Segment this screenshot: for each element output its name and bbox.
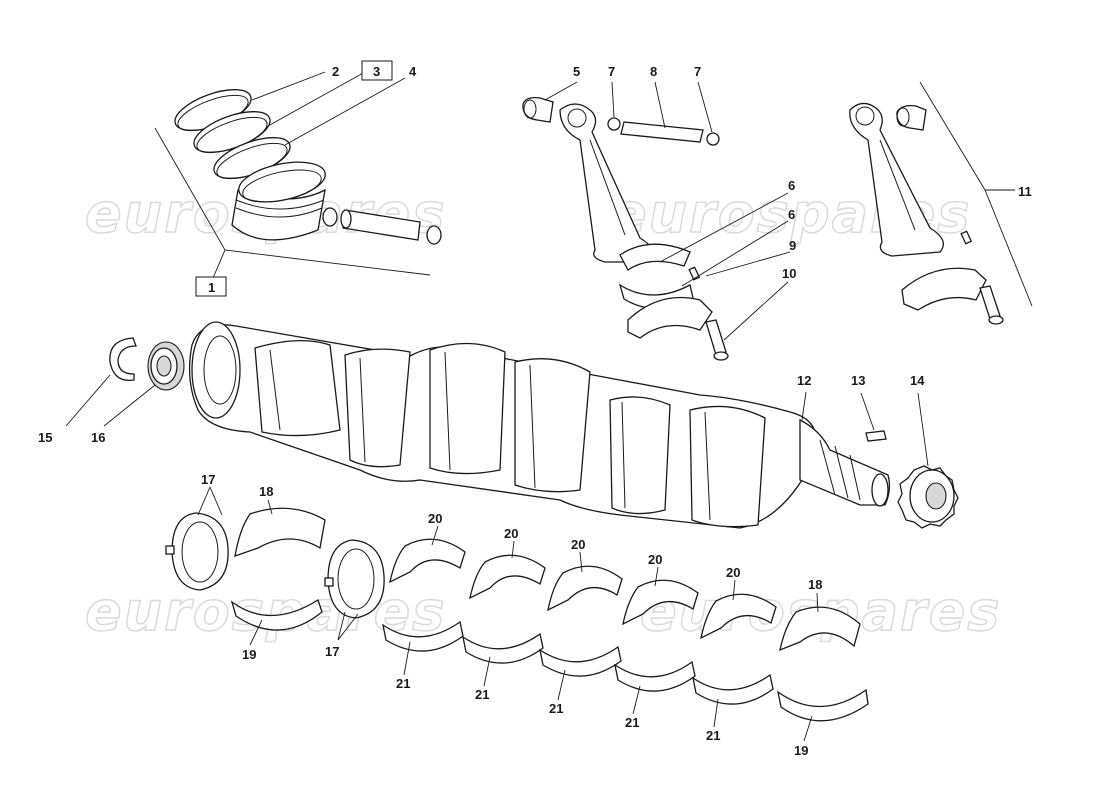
crank-web-3 xyxy=(429,342,506,475)
crank-web-4 xyxy=(514,358,591,493)
assembly-rod-cap xyxy=(901,267,987,311)
callout-10: 10 xyxy=(782,266,796,281)
crank-web-6 xyxy=(689,405,766,528)
crank-web-2 xyxy=(344,348,411,468)
callout-6-lower: 6 xyxy=(788,207,795,222)
callout-17-lower: 17 xyxy=(325,644,339,659)
rod-dowel xyxy=(688,266,701,281)
crankshaft-nose xyxy=(799,418,891,506)
callout-18-left: 18 xyxy=(259,484,273,499)
upper-shell-20-4 xyxy=(622,579,699,626)
callout-11: 11 xyxy=(1018,184,1032,199)
lower-shell-21-5 xyxy=(692,673,774,705)
piston-pin-clip-right xyxy=(426,225,442,245)
callout-2: 2 xyxy=(332,64,339,79)
lower-shell-21-3 xyxy=(539,645,622,677)
connecting-rod-group xyxy=(522,81,791,361)
rod-bolt xyxy=(705,319,727,356)
callout-8: 8 xyxy=(650,64,657,79)
callout-15: 15 xyxy=(38,430,52,445)
callout-19-left: 19 xyxy=(242,647,256,662)
assembly-dowel xyxy=(960,230,973,245)
gudgeon-pin xyxy=(620,121,704,143)
callout-7-left: 7 xyxy=(608,64,615,79)
crank-web-5 xyxy=(609,396,671,515)
circlip-left xyxy=(607,117,621,131)
callout-14: 14 xyxy=(910,373,925,388)
callout-21-1: 21 xyxy=(396,676,410,691)
callout-13: 13 xyxy=(851,373,865,388)
piston-pin-clip-left xyxy=(322,207,338,227)
callout-7-right: 7 xyxy=(694,64,701,79)
assembly-small-end-bush xyxy=(896,104,927,131)
callout-21-4: 21 xyxy=(625,715,639,730)
circlip xyxy=(109,337,137,382)
lower-shell-21-4 xyxy=(614,660,696,692)
crankshaft-group xyxy=(65,321,959,529)
callout-1: 1 xyxy=(208,280,215,295)
upper-shell-20-1 xyxy=(389,538,466,584)
callout-17-upper: 17 xyxy=(201,472,215,487)
callout-3: 3 xyxy=(373,64,380,79)
thrust-washer-2 xyxy=(327,539,385,619)
callout-20-2: 20 xyxy=(504,526,518,541)
upper-shell-20-3 xyxy=(547,565,623,612)
timing-gear xyxy=(897,465,959,529)
rod-bearing-upper xyxy=(619,243,691,271)
callout-20-1: 20 xyxy=(428,511,442,526)
callout-5: 5 xyxy=(573,64,580,79)
callout-20-4: 20 xyxy=(648,552,662,567)
pilot-bearing xyxy=(147,341,185,391)
callout-21-3: 21 xyxy=(549,701,563,716)
connecting-rod-assembly-group xyxy=(849,81,1033,325)
callout-12: 12 xyxy=(797,373,811,388)
callout-20-5: 20 xyxy=(726,565,740,580)
callout-21-2: 21 xyxy=(475,687,489,702)
lower-shell-21-1 xyxy=(382,620,464,652)
callout-21-5: 21 xyxy=(706,728,720,743)
assembly-connecting-rod xyxy=(849,102,944,257)
callout-18-right: 18 xyxy=(808,577,822,592)
callout-20-3: 20 xyxy=(571,537,585,552)
callout-4: 4 xyxy=(409,64,417,79)
upper-shell-20-5 xyxy=(700,593,777,640)
lower-shell-21-2 xyxy=(462,632,544,664)
thrust-washer-1 xyxy=(171,512,229,591)
circlip-right xyxy=(706,132,720,146)
callout-box-1 xyxy=(195,276,227,297)
woodruff-key xyxy=(865,430,887,442)
callout-16: 16 xyxy=(91,430,105,445)
upper-shell-18-left xyxy=(234,507,326,557)
crank-web-1 xyxy=(254,340,341,437)
callout-9: 9 xyxy=(789,238,796,253)
callout-box-3 xyxy=(361,60,393,81)
piston-group xyxy=(154,60,442,297)
lower-shell-19-right xyxy=(777,688,869,722)
upper-shell-18-right xyxy=(779,606,861,652)
callout-6-upper: 6 xyxy=(788,178,795,193)
bearings-group xyxy=(165,486,869,742)
upper-shell-20-2 xyxy=(469,554,546,600)
callout-labels: 1 2 3 4 5 6 6 7 7 8 9 10 11 12 13 14 15 … xyxy=(38,64,1032,758)
crankshaft-flange xyxy=(191,321,241,419)
lower-shell-19-left xyxy=(230,599,323,631)
callout-19-right: 19 xyxy=(794,743,808,758)
rod-cap xyxy=(627,296,713,339)
assembly-rod-bolt xyxy=(979,285,1001,320)
